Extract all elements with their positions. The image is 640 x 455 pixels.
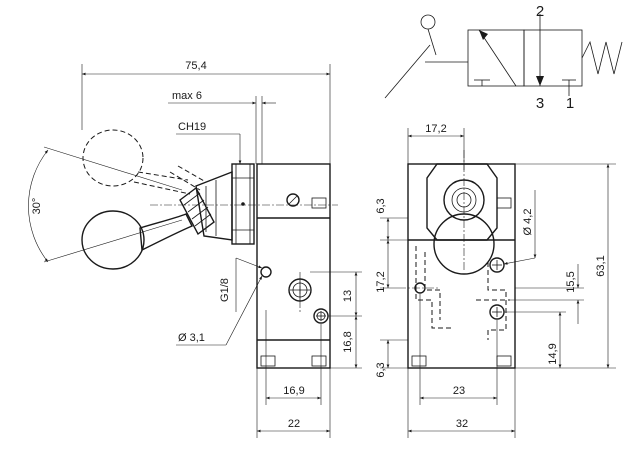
dim-16-8-label: 16,8 xyxy=(342,331,354,352)
front-hole-right-top xyxy=(489,257,505,273)
lever-ball xyxy=(81,210,145,270)
front-view: 17,2 6,3 17,2 6,3 Ø 4,2 63,1 15,5 1 xyxy=(375,123,616,438)
front-dim-17-2-label: 17,2 xyxy=(375,271,387,292)
symbol-box-right xyxy=(523,29,583,87)
max-stroke-label: max 6 xyxy=(172,90,202,102)
spring-symbol xyxy=(581,40,623,75)
front-view-body xyxy=(407,163,516,369)
dim-13-label: 13 xyxy=(342,290,354,302)
port-3-label: 3 xyxy=(536,95,544,112)
dim-16-9-label: 16,9 xyxy=(283,385,304,397)
mount-hole-side-top xyxy=(260,266,272,278)
lever-knob-symbol xyxy=(420,14,436,30)
port-thread-label: G1/8 xyxy=(219,278,231,302)
front-top-width-label: 17,2 xyxy=(425,123,446,135)
lever-ball-dashed xyxy=(82,129,144,187)
front-hole-dia-label: Ø 4,2 xyxy=(522,209,534,236)
front-width-label: 32 xyxy=(456,418,468,430)
hex-nut-label: CH19 xyxy=(178,121,206,133)
front-hex-nut xyxy=(426,163,498,241)
lever-stem xyxy=(139,213,193,252)
front-height-label: 63,1 xyxy=(595,255,607,276)
front-dim-6-3-bottom-label: 6,3 xyxy=(375,362,387,377)
screw-head xyxy=(286,193,300,207)
front-hole-spacing-label: 23 xyxy=(453,385,465,397)
front-dim-14-9-label: 14,9 xyxy=(547,343,559,364)
mount-hole-label: Ø 3,1 xyxy=(178,332,205,344)
port-2-label: 2 xyxy=(536,3,544,20)
valve-symbol: 2 3 1 xyxy=(384,3,623,112)
overall-length-label: 75,4 xyxy=(185,60,206,72)
front-dim-6-3-top-label: 6,3 xyxy=(375,198,387,213)
hex-nut xyxy=(231,163,255,245)
symbol-box-left xyxy=(467,29,525,87)
side-width-label: 22 xyxy=(288,418,300,430)
side-view: 30° 75,4 max 6 CH19 G1/8 Ø 3,1 13 16,8 xyxy=(28,60,362,438)
lever-angle-label: 30° xyxy=(31,198,43,215)
front-dim-15-5-label: 15,5 xyxy=(565,271,577,292)
port-1-label: 1 xyxy=(566,95,574,112)
